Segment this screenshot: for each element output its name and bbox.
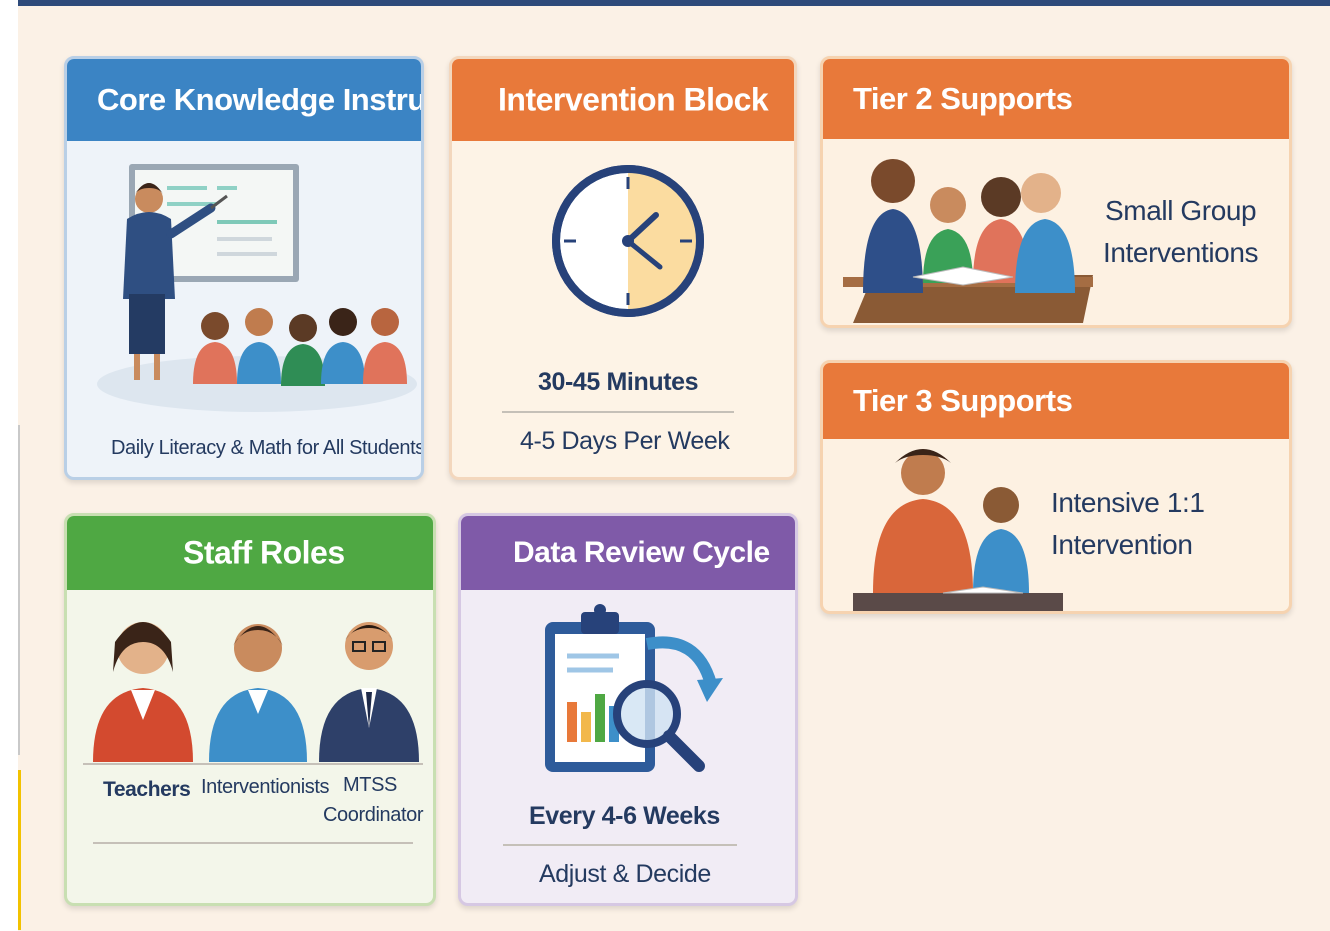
intervention-frequency: 4-5 Days Per Week <box>520 427 730 455</box>
intervention-block-title: Intervention Block <box>498 81 769 118</box>
left-edge-highlight <box>18 770 21 930</box>
staff-roles-divider <box>93 842 413 844</box>
tier3-line2: Intervention <box>1051 529 1193 560</box>
intervention-divider <box>502 411 734 413</box>
clipboard-magnifier-icon <box>545 604 723 772</box>
tier2-line1: Small Group <box>1105 195 1257 226</box>
core-instruction-caption: Daily Literacy & Math for All Students <box>111 437 424 459</box>
left-edge-line <box>18 425 20 755</box>
intervention-duration: 30-45 Minutes <box>538 368 699 396</box>
data-review-header: Data Review Cycle <box>461 516 795 590</box>
staff-role-coordinator: Coordinator <box>323 804 424 826</box>
staff-role-mtss: MTSS <box>343 774 397 796</box>
core-instruction-header: Core Knowledge Instruction <box>67 59 421 141</box>
tier2-title: Tier 2 Supports <box>853 81 1073 116</box>
core-instruction-title: Core Knowledge Instruction <box>97 82 424 117</box>
staff-roles-card: Staff Roles Teachers Interventionists MT <box>64 513 436 906</box>
tier2-header: Tier 2 Supports <box>823 59 1289 139</box>
tier2-line2: Interventions <box>1103 237 1259 268</box>
intervention-block-card: Intervention Block 30-45 Minutes 4-5 Day… <box>449 56 797 480</box>
data-review-frequency: Every 4-6 Weeks <box>529 802 720 830</box>
staff-role-teachers: Teachers <box>103 778 191 801</box>
top-border <box>18 0 1330 6</box>
staff-role-interventionists: Interventionists <box>201 776 330 798</box>
data-review-divider <box>503 844 737 846</box>
staff-people-icon <box>83 622 423 765</box>
clock-icon <box>552 165 704 317</box>
data-review-card: Data Review Cycle Every 4-6 Weeks Adjust… <box>458 513 798 906</box>
staff-roles-header: Staff Roles <box>67 516 433 590</box>
tier3-supports-card: Tier 3 Supports Intensive 1:1 Interventi… <box>820 360 1292 614</box>
tier3-header: Tier 3 Supports <box>823 363 1289 439</box>
teacher-classroom-icon <box>97 164 417 412</box>
intervention-block-header: Intervention Block <box>452 59 794 141</box>
tier2-supports-card: Tier 2 Supports Small Group Intervention… <box>820 56 1292 328</box>
core-instruction-card: Core Knowledge Instruction <box>64 56 424 480</box>
data-review-action: Adjust & Decide <box>539 860 711 888</box>
mtss-schedule-diagram: Core Knowledge Instruction <box>18 0 1330 931</box>
small-group-icon <box>843 159 1093 323</box>
data-review-title: Data Review Cycle <box>513 536 770 569</box>
tier3-title: Tier 3 Supports <box>853 383 1073 418</box>
staff-roles-title: Staff Roles <box>183 534 345 571</box>
one-on-one-icon <box>853 449 1063 611</box>
tier3-line1: Intensive 1:1 <box>1051 487 1205 518</box>
